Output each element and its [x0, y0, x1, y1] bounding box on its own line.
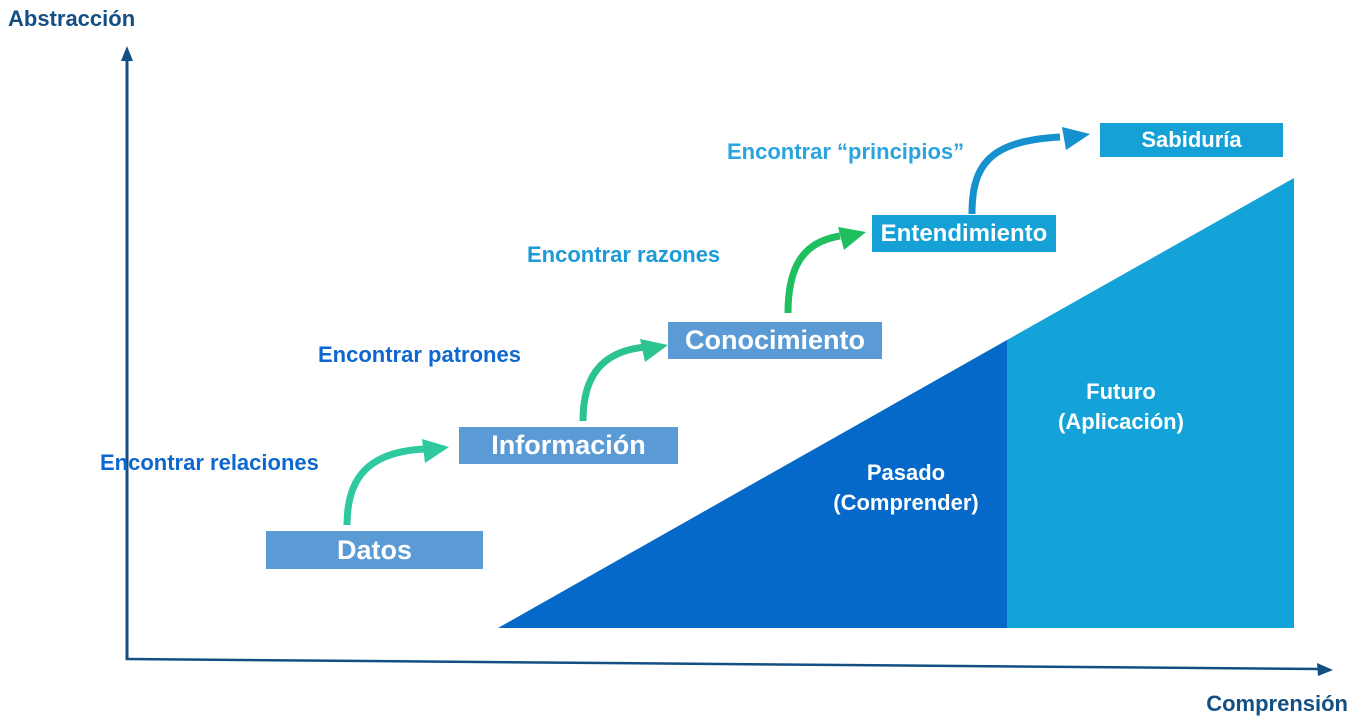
arrow-head-icon	[1062, 127, 1090, 150]
arrow-conocimiento-to-entendimiento	[784, 227, 866, 314]
step-box-informacion: Información	[459, 427, 678, 464]
past-triangle	[498, 340, 1007, 628]
arrow-head-icon	[838, 227, 866, 250]
future-triangle	[1007, 178, 1294, 628]
arrow-informacion-to-conocimiento	[579, 339, 668, 422]
past-region-line2: (Comprender)	[833, 490, 979, 515]
x-axis-arrowhead-icon	[1317, 663, 1333, 676]
arrow-entendimiento-to-sabiduria	[968, 127, 1090, 215]
step-box-conocimiento: Conocimiento	[668, 322, 882, 359]
future-region-line2: (Aplicación)	[1058, 409, 1184, 434]
x-axis-line	[125, 657, 1321, 671]
arrow-datos-to-informacion	[343, 439, 449, 526]
step-box-datos: Datos	[266, 531, 483, 569]
step-box-sabiduria: Sabiduría	[1100, 123, 1283, 157]
y-axis-label: Abstracción	[8, 6, 136, 31]
curved-arrow-path	[343, 445, 425, 526]
x-axis-label: Comprensión	[1206, 691, 1348, 716]
curved-arrow-path	[579, 343, 647, 422]
annotation-encontrar-patrones: Encontrar patrones	[318, 342, 521, 367]
annotation-encontrar-razones: Encontrar razones	[527, 242, 721, 267]
arrow-head-icon	[640, 339, 668, 362]
annotation-encontrar-relaciones: Encontrar relaciones	[100, 450, 319, 475]
past-region-line1: Pasado	[866, 460, 946, 485]
future-region-line1: Futuro	[1086, 379, 1156, 404]
arrow-head-icon	[422, 439, 449, 463]
step-box-entendimiento: Entendimiento	[872, 215, 1056, 252]
past-region-label: Pasado (Comprender)	[766, 458, 1046, 518]
curved-arrow-path	[968, 133, 1061, 215]
annotation-encontrar-principios: Encontrar “principios”	[727, 139, 965, 164]
future-region-label: Futuro (Aplicación)	[981, 377, 1261, 437]
curved-arrow-path	[784, 232, 841, 314]
y-axis-arrowhead-icon	[121, 46, 133, 61]
